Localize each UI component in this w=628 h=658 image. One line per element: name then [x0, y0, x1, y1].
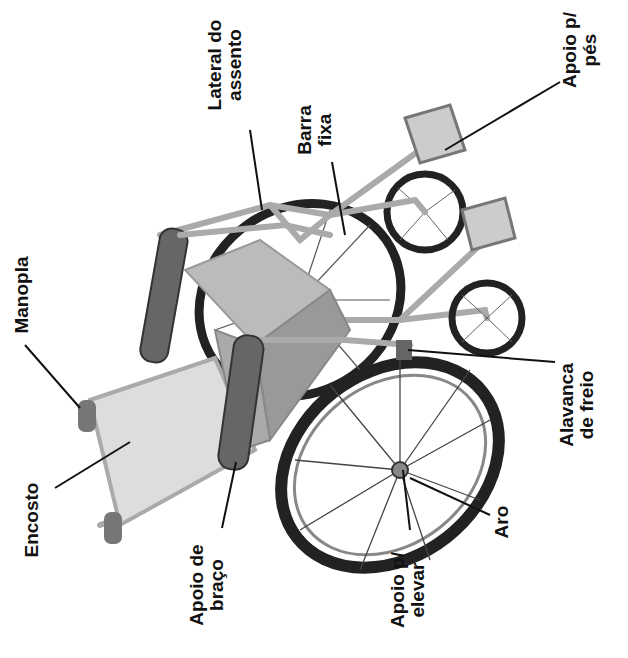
handle — [78, 400, 96, 432]
part-label: Aro — [492, 492, 512, 552]
armrest — [217, 334, 265, 472]
part-label: Apoio p/ elevar — [388, 549, 428, 631]
part-label: Lateral do assento — [205, 15, 245, 115]
seat-rails — [180, 225, 410, 345]
footrest — [462, 198, 515, 250]
near-caster — [452, 283, 522, 353]
handle — [104, 512, 122, 544]
part-label: Alavanca de freio — [557, 356, 597, 454]
footrest — [405, 105, 465, 163]
hub — [392, 462, 408, 478]
part-label: Manopla — [12, 240, 32, 350]
near-spokes — [295, 360, 490, 570]
part-label: Barra fixa — [295, 99, 335, 161]
leader-lines — [25, 82, 560, 530]
near-caster-spokes — [462, 295, 512, 342]
armrest — [138, 227, 189, 365]
part-label: Encosto — [22, 465, 42, 575]
part-label: Apoio p/ pés — [560, 9, 600, 91]
part-label: Apoio de braço — [187, 539, 227, 631]
